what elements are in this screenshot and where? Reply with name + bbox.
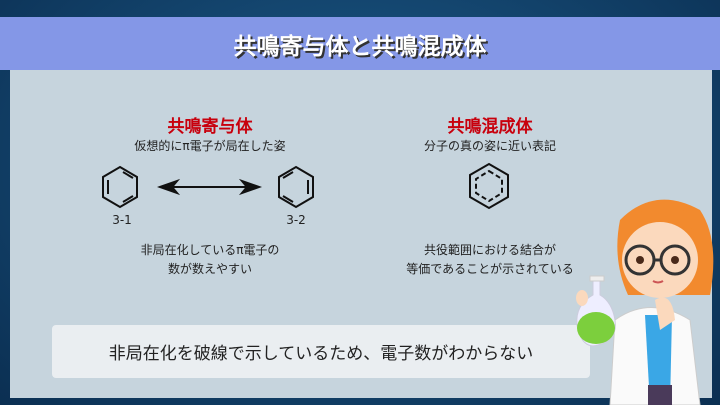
resonance-hybrid-heading: 共鳴混成体: [447, 117, 533, 137]
resonance-contributor-subtitle: 仮想的にπ電子が局在した姿: [134, 139, 286, 153]
note-box: 非局在化を破線で示しているため、電子数がわからない: [52, 325, 590, 378]
desc-line: 等価であることが示されている: [406, 262, 574, 276]
desc-line: 数が数えやすい: [167, 262, 252, 276]
resonance-contributor-heading: 共鳴寄与体: [167, 117, 253, 137]
label-3-1: 3-1: [112, 213, 132, 227]
double-arrow-icon: [156, 178, 263, 196]
contributor-description: 非局在化しているπ電子の 数が数えやすい: [90, 241, 330, 279]
benzene-3-1-icon: [102, 165, 138, 209]
scientist-character-icon: [576, 199, 714, 405]
desc-line: 共役範囲における結合が: [423, 243, 556, 257]
desc-line: 非局在化しているπ電子の: [140, 243, 280, 257]
hybrid-description: 共役範囲における結合が 等価であることが示されている: [370, 241, 610, 279]
benzene-3-2-icon: [278, 165, 314, 209]
note-text: 非局在化を破線で示しているため、電子数がわからない: [108, 344, 534, 364]
structures: [102, 162, 509, 210]
label-3-2: 3-2: [286, 213, 306, 227]
resonance-hybrid-benzene-icon: [469, 162, 509, 210]
title-bar: 共鳴寄与体と共鳴混成体: [0, 17, 720, 70]
resonance-hybrid-subtitle: 分子の真の姿に近い表記: [423, 139, 556, 153]
slide-title: 共鳴寄与体と共鳴混成体: [233, 33, 487, 60]
